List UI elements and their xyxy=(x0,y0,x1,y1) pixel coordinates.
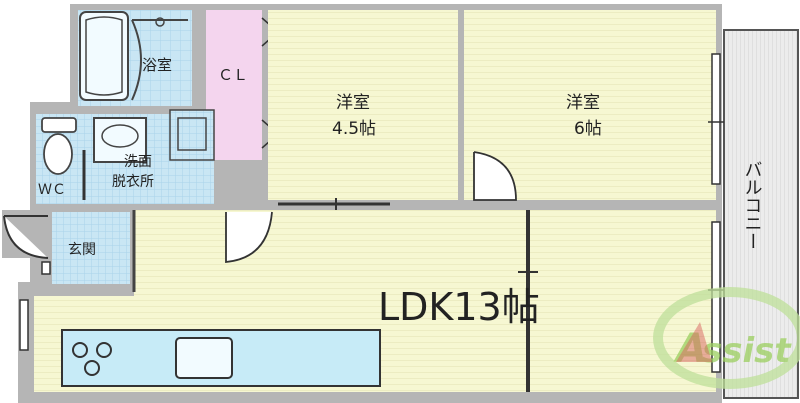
bath xyxy=(78,10,192,106)
label-room-b-size: 6帖 xyxy=(574,119,602,139)
label-washroom-2: 脱衣所 xyxy=(112,174,154,190)
stove-icon xyxy=(72,342,112,376)
room-western-4-5 xyxy=(268,10,458,200)
label-ldk: LDK13帖 xyxy=(378,285,540,329)
svg-text:ssist: ssist xyxy=(702,331,792,371)
svg-text:A: A xyxy=(673,326,707,372)
label-bath: 浴室 xyxy=(142,56,172,74)
label-washroom-1: 洗面 xyxy=(124,154,152,170)
label-room-a-size: 4.5帖 xyxy=(332,119,376,139)
label-room-b-name: 洋室 xyxy=(566,93,600,113)
balcony xyxy=(723,29,799,399)
label-balcony: バルコニー xyxy=(742,160,763,250)
label-wc: ＷＣ xyxy=(38,182,66,198)
washroom xyxy=(36,109,215,204)
drain-icon xyxy=(155,17,165,27)
label-entrance: 玄関 xyxy=(68,241,96,258)
sink-icon xyxy=(175,337,233,379)
kitchen xyxy=(61,329,381,387)
label-closet: ＣＬ xyxy=(218,66,248,84)
label-room-a-name: 洋室 xyxy=(336,93,370,113)
entrance xyxy=(3,212,130,284)
watermark-logo: A ssist xyxy=(653,287,800,389)
